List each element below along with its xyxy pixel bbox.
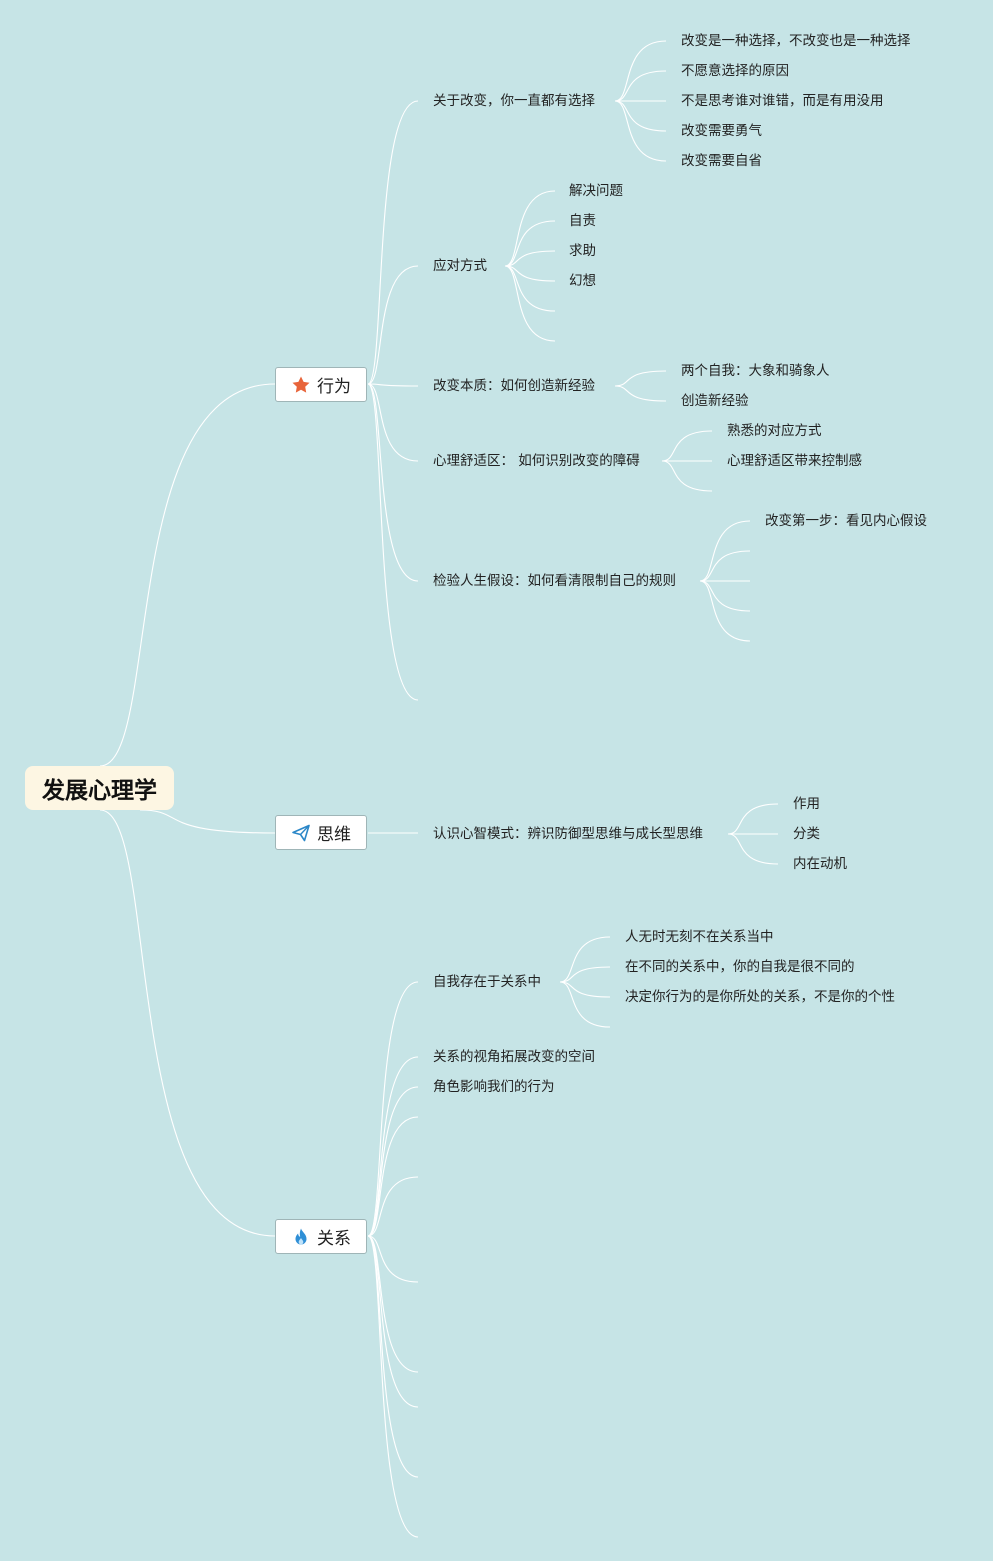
topic-connector bbox=[727, 833, 779, 865]
topic-connector bbox=[614, 70, 667, 102]
branch-connector bbox=[367, 100, 419, 385]
subtopic-label[interactable]: 求助 bbox=[569, 243, 596, 259]
branch-node-label: 关系 bbox=[317, 1229, 351, 1249]
topic-label[interactable]: 心理舒适区： 如何识别改变的障碍 bbox=[433, 453, 640, 469]
subtopic-label[interactable]: 不愿意选择的原因 bbox=[681, 63, 789, 79]
topic-label[interactable]: 改变本质：如何创造新经验 bbox=[433, 378, 595, 394]
branch-connector bbox=[367, 383, 419, 582]
topic-connector bbox=[559, 981, 611, 1028]
topic-connector bbox=[699, 580, 751, 642]
star-icon bbox=[291, 375, 311, 395]
topic-label[interactable]: 应对方式 bbox=[433, 258, 487, 274]
topic-connector bbox=[614, 100, 667, 162]
topic-connector bbox=[504, 190, 556, 267]
topic-connector bbox=[614, 100, 667, 132]
branch-connector bbox=[367, 981, 419, 1237]
subtopic-label[interactable]: 自责 bbox=[569, 213, 596, 229]
subtopic-label[interactable]: 分类 bbox=[793, 826, 820, 842]
topic-connector bbox=[504, 265, 556, 282]
subtopic-label[interactable]: 心理舒适区带来控制感 bbox=[727, 453, 862, 469]
branch-connector bbox=[367, 1086, 419, 1237]
topic-label[interactable]: 关于改变，你一直都有选择 bbox=[433, 93, 595, 109]
branch-node-relationship[interactable]: 关系 bbox=[275, 1219, 367, 1254]
root-connector bbox=[99, 809, 276, 1237]
topic-connector bbox=[614, 40, 667, 102]
topic-connector bbox=[559, 936, 611, 983]
subtopic-label[interactable]: 创造新经验 bbox=[681, 393, 749, 409]
subtopic-label[interactable]: 改变第一步：看见内心假设 bbox=[765, 513, 927, 529]
branch-connector bbox=[367, 1235, 419, 1538]
subtopic-label[interactable]: 改变需要自省 bbox=[681, 153, 762, 169]
root-connector bbox=[99, 383, 276, 767]
branch-connector bbox=[367, 1116, 419, 1237]
branch-connector bbox=[367, 1235, 419, 1408]
branch-connector bbox=[367, 1235, 419, 1283]
topic-connector bbox=[699, 520, 751, 582]
topic-label[interactable]: 检验人生假设：如何看清限制自己的规则 bbox=[433, 573, 676, 589]
root-node[interactable]: 发展心理学 bbox=[25, 766, 174, 810]
subtopic-label[interactable]: 幻想 bbox=[569, 273, 596, 289]
topic-connector bbox=[504, 250, 556, 267]
topic-connector bbox=[559, 981, 611, 998]
branch-connector bbox=[367, 265, 419, 385]
flame-icon bbox=[291, 1227, 311, 1247]
subtopic-label[interactable]: 人无时无刻不在关系当中 bbox=[625, 929, 774, 945]
branch-connector bbox=[367, 1176, 419, 1237]
topic-label[interactable]: 关系的视角拓展改变的空间 bbox=[433, 1049, 595, 1065]
subtopic-label[interactable]: 内在动机 bbox=[793, 856, 847, 872]
branch-node-behavior[interactable]: 行为 bbox=[275, 367, 367, 402]
topic-label[interactable]: 认识心智模式：辨识防御型思维与成长型思维 bbox=[433, 826, 703, 842]
topic-connector bbox=[504, 265, 556, 342]
topic-connector bbox=[661, 430, 713, 462]
subtopic-label[interactable]: 改变需要勇气 bbox=[681, 123, 762, 139]
subtopic-label[interactable]: 改变是一种选择，不改变也是一种选择 bbox=[681, 33, 911, 49]
topic-connector bbox=[699, 550, 751, 582]
branch-connector bbox=[367, 383, 419, 387]
subtopic-label[interactable]: 解决问题 bbox=[569, 183, 623, 199]
topic-connector bbox=[727, 803, 779, 835]
branch-node-label: 行为 bbox=[317, 377, 351, 397]
topic-label[interactable]: 自我存在于关系中 bbox=[433, 974, 541, 990]
root-node-label: 发展心理学 bbox=[42, 778, 157, 804]
root-connector bbox=[139, 809, 276, 834]
topic-connector bbox=[614, 370, 667, 387]
subtopic-label[interactable]: 决定你行为的是你所处的关系，不是你的个性 bbox=[625, 989, 895, 1005]
subtopic-label[interactable]: 在不同的关系中，你的自我是很不同的 bbox=[625, 959, 855, 975]
topic-connector bbox=[661, 460, 713, 492]
subtopic-label[interactable]: 作用 bbox=[793, 796, 820, 812]
topic-label[interactable]: 角色影响我们的行为 bbox=[433, 1079, 555, 1095]
topic-connector bbox=[504, 220, 556, 267]
subtopic-label[interactable]: 两个自我：大象和骑象人 bbox=[681, 363, 830, 379]
branch-connector bbox=[367, 383, 419, 701]
topic-connector bbox=[614, 385, 667, 402]
topic-connector bbox=[699, 580, 751, 612]
branch-connector bbox=[367, 383, 419, 462]
branch-node-thinking[interactable]: 思维 bbox=[275, 815, 367, 850]
subtopic-label[interactable]: 不是思考谁对谁错，而是有用没用 bbox=[681, 93, 884, 109]
subtopic-label[interactable]: 熟悉的对应方式 bbox=[727, 423, 822, 439]
paper-plane-icon bbox=[291, 823, 311, 843]
topic-connector bbox=[559, 966, 611, 983]
branch-node-label: 思维 bbox=[317, 825, 351, 845]
